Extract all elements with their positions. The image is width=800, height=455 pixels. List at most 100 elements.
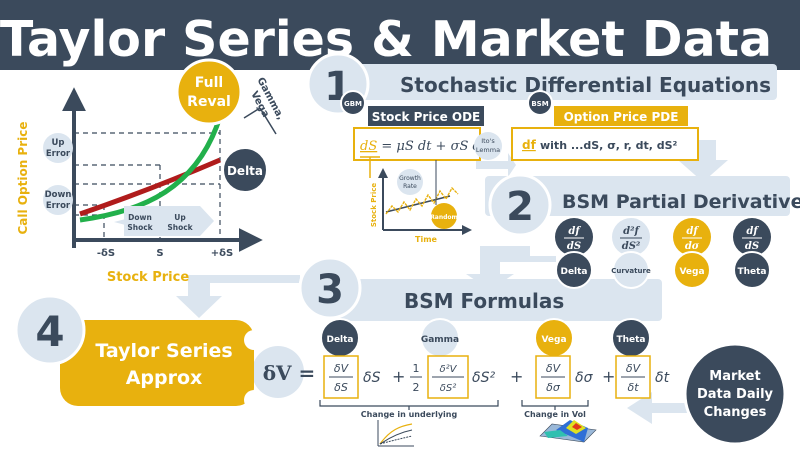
svg-text:Down: Down <box>128 213 152 222</box>
svg-text:Market: Market <box>709 369 760 384</box>
svg-text:Shock: Shock <box>167 223 193 232</box>
svg-text:Rate: Rate <box>403 183 417 190</box>
svg-text:Delta: Delta <box>560 267 587 277</box>
derivative-delta: df dS Delta <box>555 218 593 289</box>
step2-number: 2 <box>506 184 534 230</box>
step1-section: 1 Stochastic Differential Equations GBM … <box>306 52 771 244</box>
svg-text:Delta: Delta <box>326 335 353 345</box>
svg-text:δV: δV <box>334 362 350 375</box>
delta-v-circle <box>252 346 304 398</box>
svg-text:δS: δS <box>363 370 381 386</box>
growth-rate-bubble <box>397 169 423 195</box>
svg-text:dS: dS <box>745 241 759 252</box>
svg-text:df: df <box>568 226 581 237</box>
vol-surface-thumbnail <box>539 420 597 443</box>
change-underlying-label: Change in underlying <box>361 410 458 419</box>
svg-text:δS: δS <box>334 381 348 394</box>
itos-lemma-bubble <box>474 132 502 160</box>
svg-text:BSM: BSM <box>531 100 548 108</box>
step4-section: Taylor Series Approx 4 <box>14 294 264 410</box>
svg-text:Time: Time <box>415 235 438 244</box>
step4-number: 4 <box>35 307 64 356</box>
svg-text:Stock Price: Stock Price <box>370 183 378 228</box>
delta-circle <box>222 147 268 193</box>
svg-text:df: df <box>522 138 537 152</box>
formula: δV δS δS + 1 2 δ²V δS² δS² + δV δσ δσ + … <box>323 355 670 399</box>
tick-minus-ds: -δS <box>97 248 115 259</box>
market-data-circle <box>683 342 787 446</box>
svg-text:Growth: Growth <box>399 175 421 182</box>
step2-title: BSM Partial Derivatives <box>562 191 800 213</box>
step4-number-circle <box>14 294 86 366</box>
chart-x-label: Stock Price <box>107 270 189 285</box>
derivative-curvature: d²f dS² Curvature <box>611 218 651 289</box>
svg-text:Reval: Reval <box>187 94 231 110</box>
svg-text:+: + <box>602 367 615 386</box>
gamma-vega-bracket <box>243 107 277 135</box>
svg-text:1: 1 <box>413 362 420 375</box>
pde-box <box>511 127 699 161</box>
svg-text:+: + <box>510 367 523 386</box>
svg-text:δ²V: δ²V <box>440 364 458 375</box>
title-banner <box>0 0 800 70</box>
svg-text:δσ: δσ <box>546 381 561 394</box>
svg-text:GBM: GBM <box>344 100 362 108</box>
full-reval-circle <box>175 58 243 126</box>
svg-text:δV: δV <box>546 362 562 375</box>
ode-box <box>353 127 481 161</box>
svg-text:δt: δt <box>627 381 639 394</box>
svg-text:Shock: Shock <box>127 223 153 232</box>
svg-text:δσ: δσ <box>575 370 594 386</box>
svg-text:Vega: Vega <box>679 267 704 277</box>
taylor-series-box <box>60 320 254 406</box>
random-path <box>385 186 459 215</box>
pde-with-text: with ...dS, σ, r, dt, dS² <box>540 139 678 152</box>
svg-text:Curvature: Curvature <box>611 267 651 275</box>
delta-v-label: δV = <box>263 361 316 385</box>
gamma-vega-label: Gamma, Vega <box>248 76 286 122</box>
tick-plus-ds: +δS <box>211 248 233 259</box>
bsm-badge <box>527 90 553 116</box>
svg-text:+: + <box>392 367 405 386</box>
derivative-vega: df dσ Vega <box>673 218 711 289</box>
up-shock-arrow <box>200 206 214 236</box>
delta-line <box>79 157 221 217</box>
page-title: Taylor Series & Market Data <box>0 11 772 68</box>
step2-number-circle <box>488 173 552 237</box>
svg-text:Theta: Theta <box>737 267 766 277</box>
svg-text:Up: Up <box>52 138 65 148</box>
option-price-chart: Call Option Price Up Error Down Error Do… <box>16 58 286 285</box>
svg-text:δS²: δS² <box>440 383 456 394</box>
svg-text:Data Daily: Data Daily <box>697 387 774 402</box>
ode-equation: dS = μS dt + σS dz <box>360 139 488 154</box>
svg-text:Taylor Series: Taylor Series <box>95 340 232 362</box>
svg-text:Up: Up <box>174 213 186 222</box>
random-bubble <box>431 203 457 229</box>
svg-text:Vega: Vega <box>541 335 566 345</box>
svg-text:df: df <box>686 226 699 237</box>
svg-text:dσ: dσ <box>685 241 700 252</box>
svg-text:δt: δt <box>655 370 670 386</box>
chart-y-label: Call Option Price <box>16 122 30 235</box>
chart-guide-lines <box>74 130 221 240</box>
ode-header <box>368 106 484 126</box>
step3-number: 3 <box>316 267 344 313</box>
svg-text:Option Price PDE: Option Price PDE <box>564 110 679 124</box>
drift-line <box>385 195 451 213</box>
svg-text:Changes: Changes <box>704 405 767 420</box>
tick-s: S <box>156 248 163 259</box>
flow-bands <box>176 64 790 424</box>
svg-text:2: 2 <box>413 381 420 394</box>
market-data-section: Market Data Daily Changes <box>683 342 787 446</box>
step2-section: 2 BSM Partial Derivatives df dS Delta d²… <box>488 173 800 289</box>
step1-title: Stochastic Differential Equations <box>400 73 771 97</box>
step3-section: 3 BSM Formulas δV = Delta Gamma Vega The… <box>252 256 670 447</box>
svg-text:Random: Random <box>430 214 458 221</box>
change-vol-label: Change in Vol <box>524 410 586 419</box>
svg-text:Approx: Approx <box>126 367 203 389</box>
svg-text:Down: Down <box>45 190 72 200</box>
pde-header <box>554 106 688 126</box>
svg-text:df: df <box>746 226 759 237</box>
